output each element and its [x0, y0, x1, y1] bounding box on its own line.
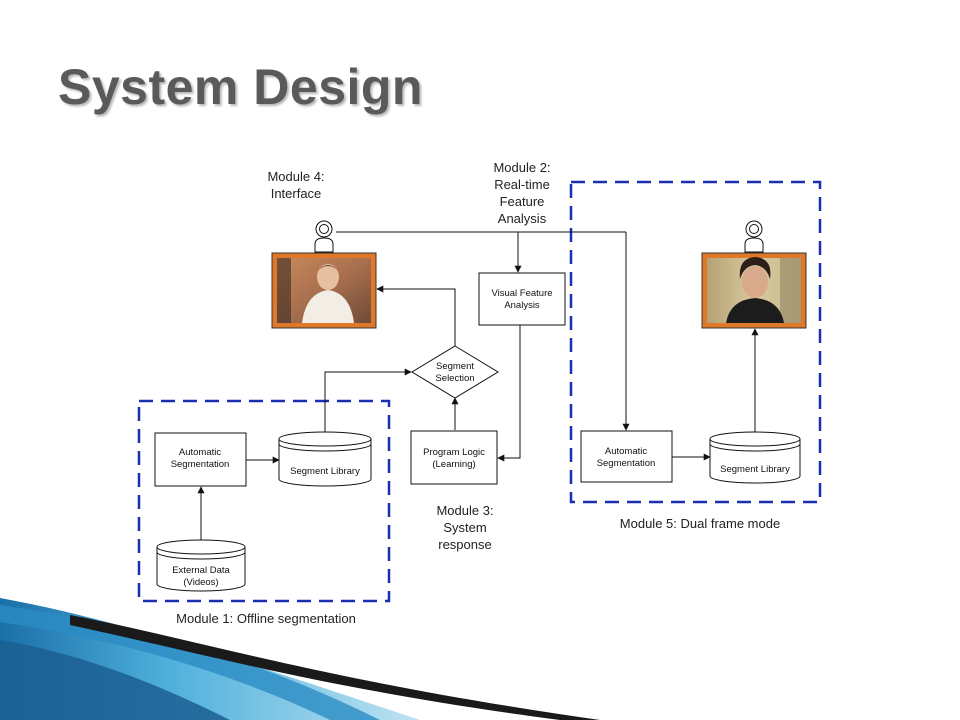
- external-data-cylinder: External Data (Videos): [156, 539, 246, 592]
- svg-text:Segment Library: Segment Library: [720, 464, 790, 475]
- svg-text:Segmentation: Segmentation: [171, 459, 230, 470]
- svg-text:Visual Feature: Visual Feature: [491, 288, 552, 299]
- arrow-lib-to-selection: [324, 368, 412, 432]
- slide-title: System Design: [58, 59, 423, 115]
- module4-label: Module 4: Interface: [267, 169, 324, 201]
- svg-text:Module 3:: Module 3:: [436, 503, 493, 518]
- svg-text:Automatic: Automatic: [179, 447, 221, 458]
- segment-selection-diamond: Segment Selection: [411, 345, 499, 399]
- auto-segmentation-right-box: Automatic Segmentation: [580, 430, 673, 483]
- connectors: [197, 231, 759, 540]
- svg-text:(Videos): (Videos): [183, 577, 218, 588]
- svg-text:Interface: Interface: [271, 186, 322, 201]
- svg-text:response: response: [438, 537, 491, 552]
- svg-text:System: System: [443, 520, 486, 535]
- svg-text:Module 4:: Module 4:: [267, 169, 324, 184]
- visual-feature-analysis-box: Visual Feature Analysis: [478, 272, 566, 326]
- svg-text:Analysis: Analysis: [504, 300, 540, 311]
- svg-text:(Learning): (Learning): [432, 459, 475, 470]
- auto-segmentation-left-box: Automatic Segmentation: [154, 432, 247, 487]
- module5-label: Module 5: Dual frame mode: [620, 516, 780, 531]
- svg-text:Segmentation: Segmentation: [597, 458, 656, 469]
- svg-text:Automatic: Automatic: [605, 446, 647, 457]
- svg-text:Segment: Segment: [436, 361, 474, 372]
- program-logic-box: Program Logic (Learning): [410, 430, 498, 485]
- svg-text:Program Logic: Program Logic: [423, 447, 485, 458]
- webcam-icon: [744, 220, 764, 253]
- right-monitor: [701, 252, 807, 329]
- svg-text:External Data: External Data: [172, 565, 230, 576]
- module5-boundary: [569, 180, 822, 504]
- module1-label: Module 1: Offline segmentation: [176, 611, 356, 626]
- svg-text:Real-time: Real-time: [494, 177, 550, 192]
- svg-text:Feature: Feature: [500, 194, 545, 209]
- corner-swoosh-decoration: [0, 598, 600, 720]
- svg-text:Module 2:: Module 2:: [493, 160, 550, 175]
- svg-text:Segment Library: Segment Library: [290, 466, 360, 477]
- webcam-icon: [314, 220, 334, 253]
- segment-library-left-cylinder: Segment Library: [278, 431, 372, 487]
- segment-library-right-cylinder: Segment Library: [709, 431, 801, 484]
- arrow-to-program-logic: [497, 325, 521, 462]
- left-monitor: [271, 252, 377, 329]
- module1-boundary: [137, 399, 391, 603]
- module2-label: Module 2: Real-time Feature Analysis: [493, 160, 550, 226]
- arrow-to-left-monitor: [376, 285, 456, 346]
- svg-text:Selection: Selection: [435, 373, 474, 384]
- module3-label: Module 3: System response: [436, 503, 493, 552]
- svg-text:Analysis: Analysis: [498, 211, 547, 226]
